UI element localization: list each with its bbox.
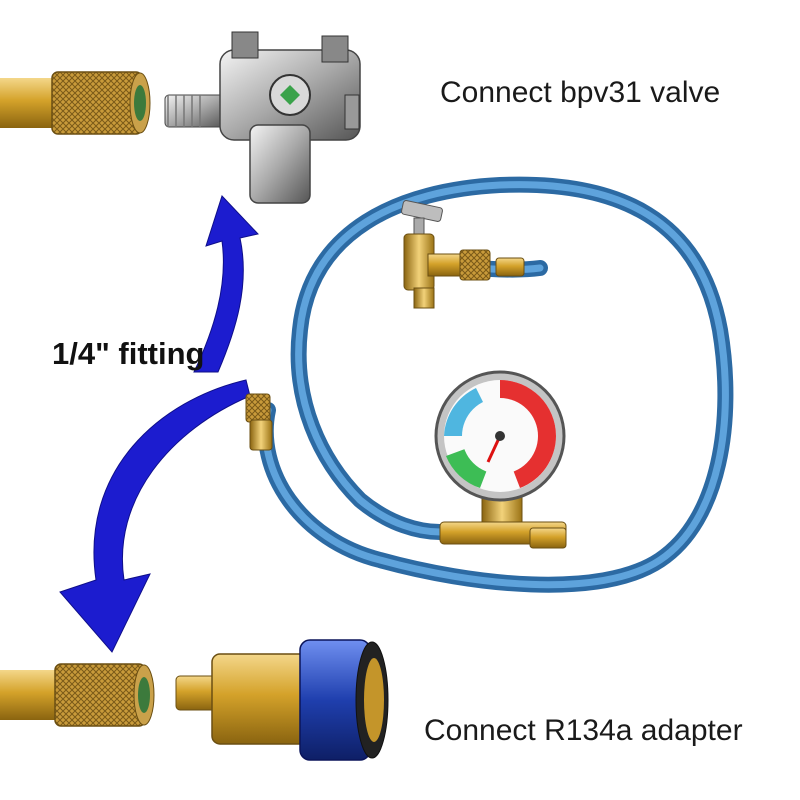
curved-arrow-down-icon — [59, 379, 251, 653]
hose-end-fitting — [245, 393, 273, 451]
bottom-hose-fitting — [0, 663, 155, 727]
pressure-gauge-icon — [434, 370, 567, 549]
curved-arrow-up-icon — [193, 195, 259, 373]
caption-fitting-size: 1/4" fitting — [52, 336, 205, 371]
bpv31-valve — [164, 31, 361, 204]
can-tap-valve — [401, 200, 525, 309]
r134a-coupler-icon — [175, 639, 389, 761]
caption-connect-adapter: Connect R134a adapter — [424, 714, 743, 747]
top-hose-fitting — [0, 71, 151, 135]
caption-connect-valve: Connect bpv31 valve — [440, 76, 721, 109]
